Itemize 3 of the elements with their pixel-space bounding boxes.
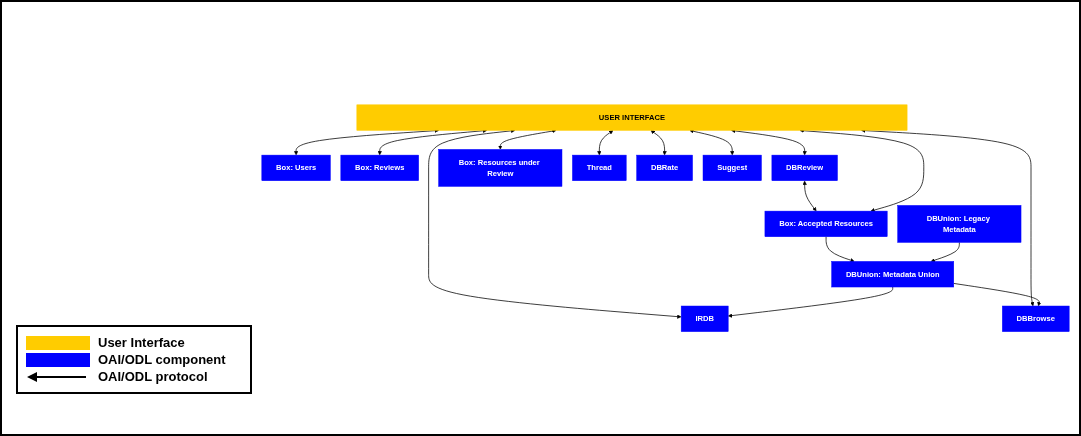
legend-label: OAI/ODL component [98, 352, 226, 367]
legend-label: OAI/ODL protocol [98, 369, 208, 384]
legend-label: User Interface [98, 335, 185, 350]
